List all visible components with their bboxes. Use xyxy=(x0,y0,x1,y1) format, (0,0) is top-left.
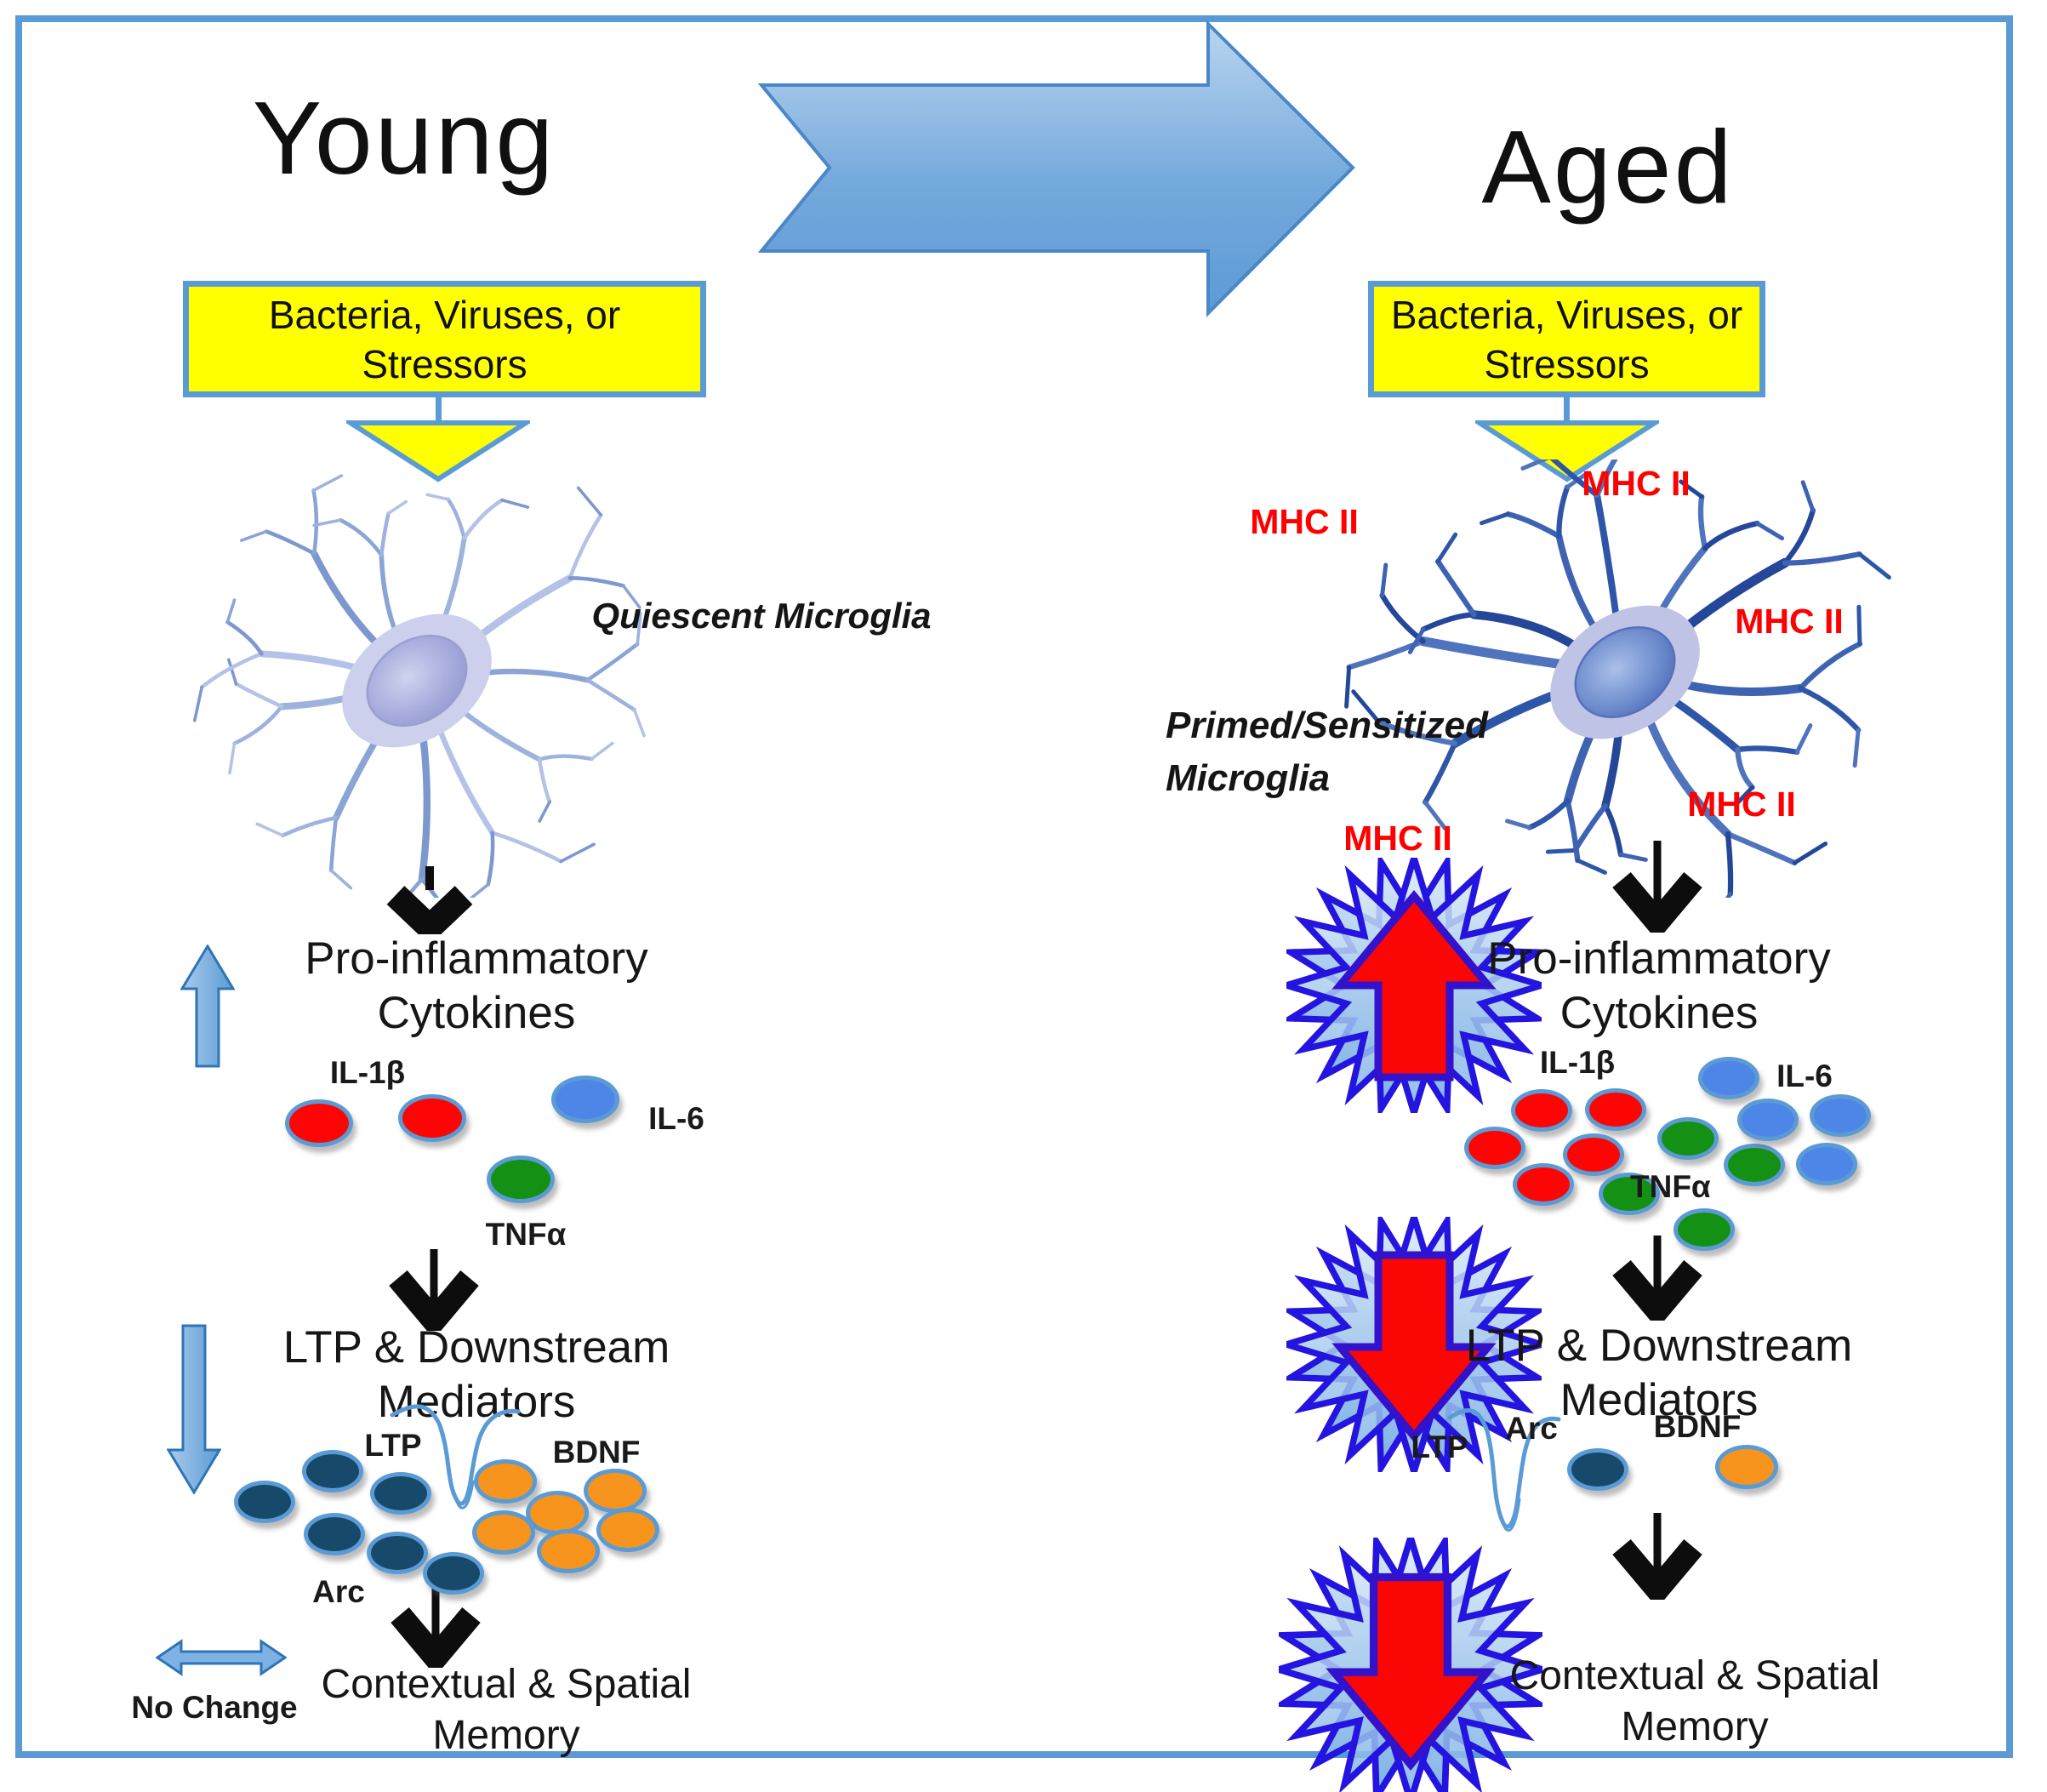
il6-label-left: IL-6 xyxy=(648,1101,704,1136)
bdnf-mediator-oval xyxy=(584,1469,647,1513)
arc-mediator-oval xyxy=(234,1481,295,1523)
cytokines-heading-line1: Pro-inflammatory xyxy=(1487,933,1831,984)
increase-starburst-icon xyxy=(1286,858,1542,1113)
mhc2-label-lower-right: MHC II xyxy=(1687,785,1796,824)
increase-arrow-icon xyxy=(180,945,235,1068)
arc-mediator-oval xyxy=(1567,1448,1628,1491)
ltp-heading-line2: Mediators xyxy=(1559,1375,1759,1425)
bdnf-label-left: BDNF xyxy=(552,1435,641,1470)
il1b-cytokine-oval xyxy=(1563,1133,1624,1176)
il6-cytokine-oval xyxy=(1737,1099,1799,1141)
cytokines-heading-line1: Pro-inflammatory xyxy=(305,933,648,984)
bdnf-label-right: BDNF xyxy=(1653,1409,1742,1444)
memory-heading-left: Contextual & Spatial Memory xyxy=(251,1659,761,1761)
ltp-label-right: LTP xyxy=(1411,1430,1468,1464)
primed-microglia-illustration xyxy=(1344,459,1891,898)
tnfa-cytokine-oval xyxy=(1599,1173,1660,1215)
il6-cytokine-oval xyxy=(1698,1057,1759,1099)
down-triangle-icon-left xyxy=(346,420,530,482)
tnfa-cytokine-oval xyxy=(1674,1208,1735,1251)
ltp-trace-icon xyxy=(390,1404,521,1510)
bdnf-mediator-oval xyxy=(1715,1445,1778,1489)
stimulus-text-line1: Bacteria, Viruses, or xyxy=(1390,292,1743,337)
down-triangle-icon-right xyxy=(1475,420,1659,482)
cytokines-heading-line2: Cytokines xyxy=(377,988,576,1038)
ltp-label-left: LTP xyxy=(364,1428,422,1463)
quiescent-microglia-illustration xyxy=(192,474,646,898)
il1b-cytokine-oval xyxy=(1585,1088,1646,1131)
stimulus-text-line2: Stressors xyxy=(362,341,527,386)
il1b-cytokine-oval xyxy=(1513,1163,1574,1206)
memory-heading-line1: Contextual & Spatial xyxy=(1509,1653,1880,1698)
connector-stub-left xyxy=(436,397,442,420)
memory-heading-right: Contextual & Spatial Memory xyxy=(1440,1651,1950,1753)
tnfa-label-left: TNFα xyxy=(485,1217,567,1252)
arrow-down-icon xyxy=(1612,1236,1702,1321)
tnfa-cytokine-oval xyxy=(1724,1144,1785,1186)
il6-label-right: IL-6 xyxy=(1776,1059,1833,1093)
arrow-down-icon xyxy=(1612,1513,1702,1600)
arrow-down-icon xyxy=(386,866,473,934)
cytokines-heading-line2: Cytokines xyxy=(1559,988,1759,1038)
mhc2-label-lower-left: MHC II xyxy=(1343,819,1452,858)
ltp-trace-icon xyxy=(1447,1408,1561,1532)
stimulus-text-line1: Bacteria, Viruses, or xyxy=(268,292,621,337)
no-change-label: No Change xyxy=(131,1690,298,1725)
il6-cytokine-oval xyxy=(1796,1143,1857,1185)
il1b-cytokine-oval xyxy=(1464,1127,1525,1169)
cytokines-heading-right: Pro-inflammatory Cytokines xyxy=(1404,932,1914,1041)
primed-microglia-label: Primed/Sensitized Microglia xyxy=(1166,699,1523,805)
tnfa-label-right: TNFα xyxy=(1630,1169,1711,1204)
il1b-cytokine-oval xyxy=(285,1099,353,1147)
decrease-arrow-icon xyxy=(167,1324,221,1494)
stimulus-box-left: Bacteria, Viruses, or Stressors xyxy=(183,281,706,397)
arrow-down-icon xyxy=(389,1249,479,1331)
il1b-label-right: IL-1β xyxy=(1539,1045,1616,1080)
arc-mediator-oval xyxy=(423,1552,484,1595)
arc-mediator-oval xyxy=(370,1472,431,1515)
il1b-cytokine-oval xyxy=(398,1094,466,1142)
stimulus-text-line2: Stressors xyxy=(1484,341,1650,386)
decrease-starburst-icon xyxy=(1286,1217,1542,1472)
decrease-starburst-icon xyxy=(1279,1538,1542,1792)
ltp-heading-left: LTP & Downstream Mediators xyxy=(221,1321,732,1430)
bdnf-mediator-oval xyxy=(596,1508,659,1552)
mhc2-label-upper-left: MHC II xyxy=(1250,502,1359,541)
mhc2-label-top: MHC II xyxy=(1582,464,1691,503)
il1b-label-left: IL-1β xyxy=(329,1055,406,1090)
bdnf-mediator-oval xyxy=(526,1491,589,1535)
arc-mediator-oval xyxy=(367,1532,428,1574)
primed-label-line2: Microglia xyxy=(1166,757,1331,799)
bdnf-mediator-oval xyxy=(537,1529,600,1573)
no-change-arrow-icon xyxy=(156,1639,287,1676)
il6-cytokine-oval xyxy=(1810,1094,1871,1137)
ltp-heading-line1: LTP & Downstream xyxy=(1465,1321,1853,1371)
il1b-cytokine-oval xyxy=(1511,1089,1572,1132)
mhc2-label-right: MHC II xyxy=(1735,602,1844,641)
arc-label-right: Arc xyxy=(1505,1411,1558,1446)
memory-heading-line2: Memory xyxy=(1621,1704,1769,1749)
young-to-aged-arrow-icon xyxy=(757,20,1355,317)
memory-heading-line2: Memory xyxy=(432,1713,580,1758)
arc-mediator-oval xyxy=(304,1513,365,1555)
connector-stub-right xyxy=(1564,397,1570,420)
ltp-heading-line2: Mediators xyxy=(377,1377,576,1427)
stimulus-box-right: Bacteria, Viruses, or Stressors xyxy=(1368,281,1765,397)
bdnf-mediator-oval xyxy=(472,1510,535,1555)
memory-heading-line1: Contextual & Spatial xyxy=(321,1662,692,1707)
cytokines-heading-left: Pro-inflammatory Cytokines xyxy=(221,932,732,1041)
primed-label-line1: Primed/Sensitized xyxy=(1166,705,1489,746)
tnfa-cytokine-oval xyxy=(487,1156,555,1203)
arc-label-left: Arc xyxy=(312,1574,365,1609)
young-title: Young xyxy=(252,80,556,196)
quiescent-microglia-label: Quiescent Microglia xyxy=(591,596,932,636)
arc-mediator-oval xyxy=(302,1450,363,1492)
ltp-heading-right: LTP & Downstream Mediators xyxy=(1404,1319,1914,1428)
il6-cytokine-oval xyxy=(551,1076,619,1123)
arrow-down-icon xyxy=(1612,841,1702,933)
aged-title: Aged xyxy=(1481,109,1735,225)
tnfa-cytokine-oval xyxy=(1657,1117,1719,1160)
bdnf-mediator-oval xyxy=(474,1459,537,1504)
ltp-heading-line1: LTP & Downstream xyxy=(282,1322,670,1373)
